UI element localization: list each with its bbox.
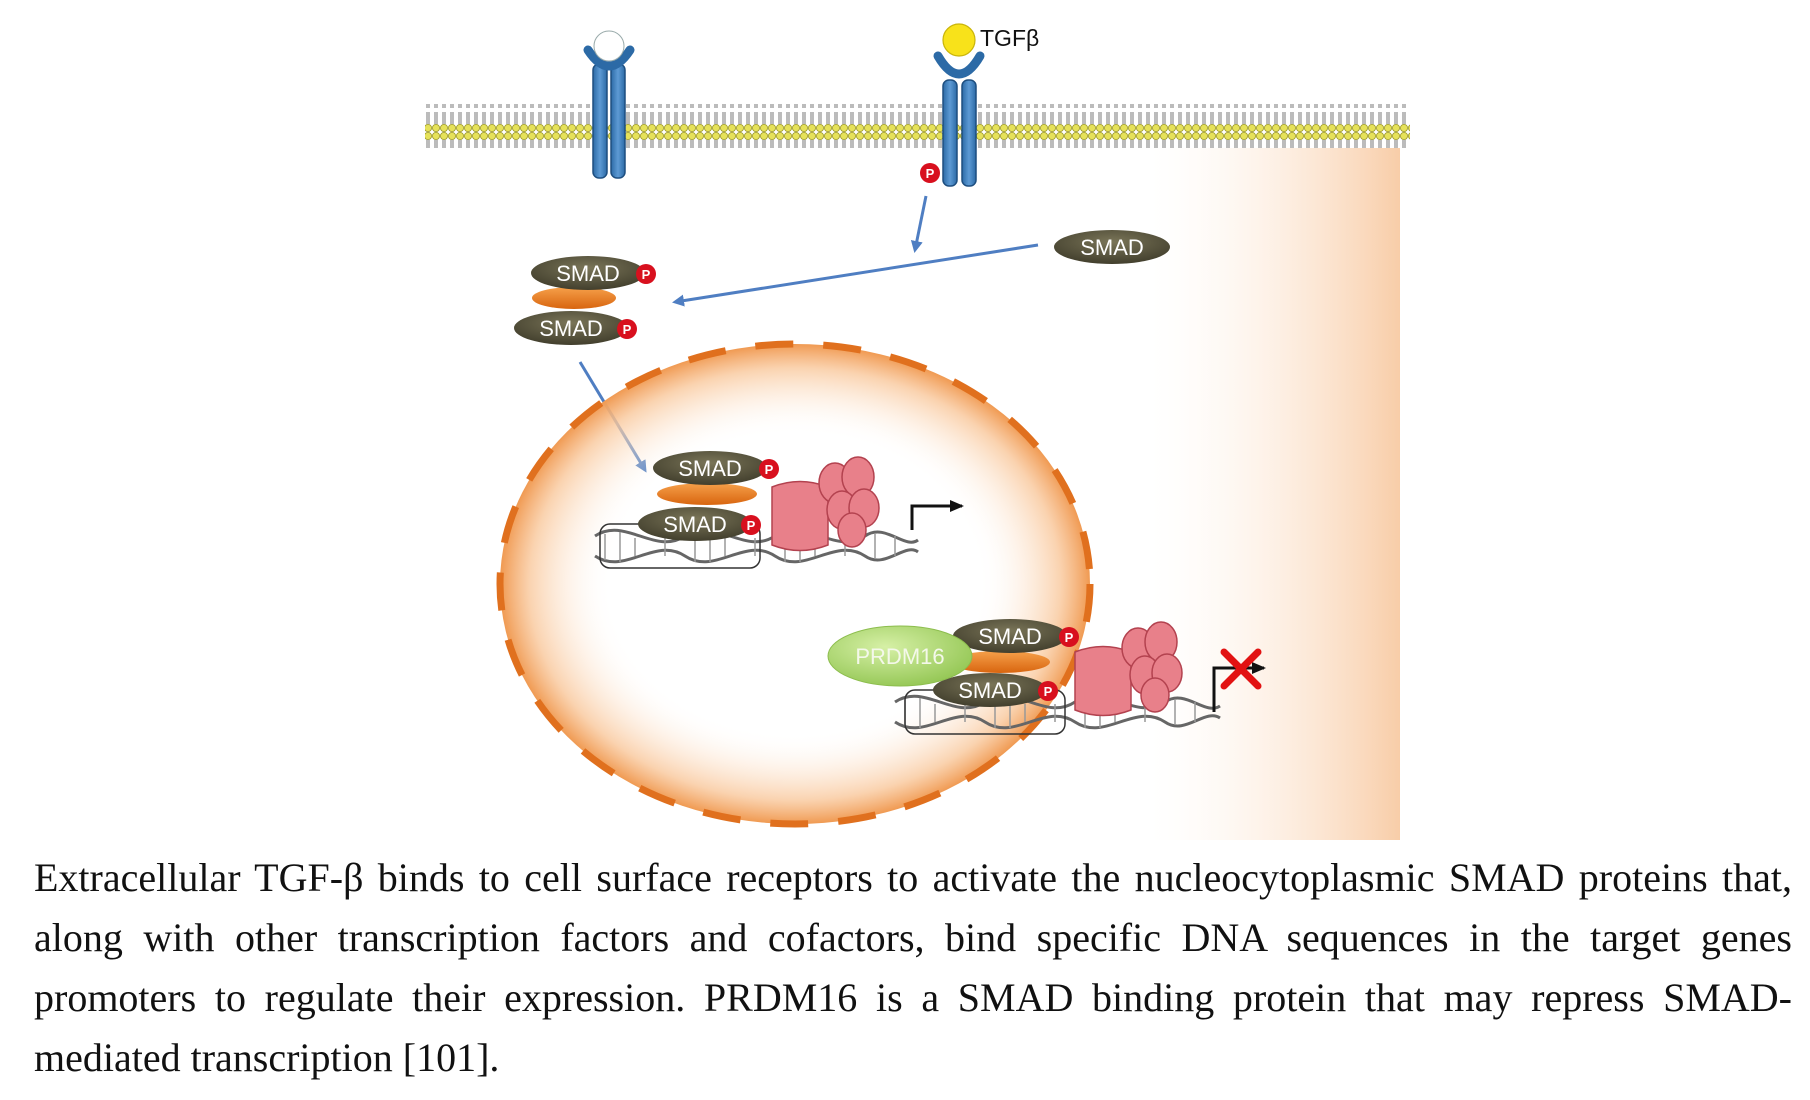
receptor-tgfb-bound — [933, 51, 985, 187]
repression-x-icon — [1220, 648, 1262, 690]
transcription-machinery-repressed — [1074, 621, 1183, 717]
transcription-arrow-active — [910, 500, 964, 530]
svg-text:P: P — [765, 462, 774, 477]
smad-complex-cytoplasm: SMAD P SMAD P — [514, 256, 656, 345]
transcription-arrow-repressed — [1212, 662, 1266, 712]
svg-text:SMAD: SMAD — [1080, 235, 1144, 260]
prdm16-protein: PRDM16 — [827, 625, 973, 687]
cytoplasm-shade — [1150, 140, 1400, 840]
svg-text:P: P — [623, 322, 632, 337]
arrow-smad-recruitment — [672, 243, 1039, 307]
svg-text:SMAD: SMAD — [663, 512, 727, 537]
svg-text:P: P — [642, 267, 651, 282]
smad-complex-repressed: SMAD P SMAD P — [933, 619, 1079, 707]
svg-text:SMAD: SMAD — [556, 261, 620, 286]
svg-text:P: P — [747, 518, 756, 533]
svg-text:SMAD: SMAD — [539, 316, 603, 341]
tgfb-label: TGFβ — [980, 25, 1039, 51]
svg-text:P: P — [1065, 630, 1074, 645]
cell-membrane — [425, 104, 1410, 148]
svg-text:PRDM16: PRDM16 — [855, 644, 944, 669]
smad-complex-active: SMAD P SMAD P — [638, 451, 779, 541]
figure-caption: Extracellular TGF-β binds to cell surfac… — [34, 855, 1792, 1080]
svg-text:SMAD: SMAD — [978, 624, 1042, 649]
tgf-beta-signaling-diagram: TGFβ P SMAD SMAD P SMAD P — [425, 23, 1410, 840]
svg-text:P: P — [926, 166, 935, 181]
svg-text:SMAD: SMAD — [678, 456, 742, 481]
nuclear-envelope — [496, 340, 1094, 828]
receptor-phospho: P — [920, 163, 940, 183]
tgfb-ligand — [942, 23, 976, 57]
svg-text:SMAD: SMAD — [958, 678, 1022, 703]
transcription-machinery-active — [771, 456, 880, 552]
smad-free: SMAD — [1054, 230, 1170, 264]
svg-text:P: P — [1044, 684, 1053, 699]
arrow-receptor-to-smad — [910, 195, 928, 253]
receptor-unbound — [583, 30, 635, 179]
